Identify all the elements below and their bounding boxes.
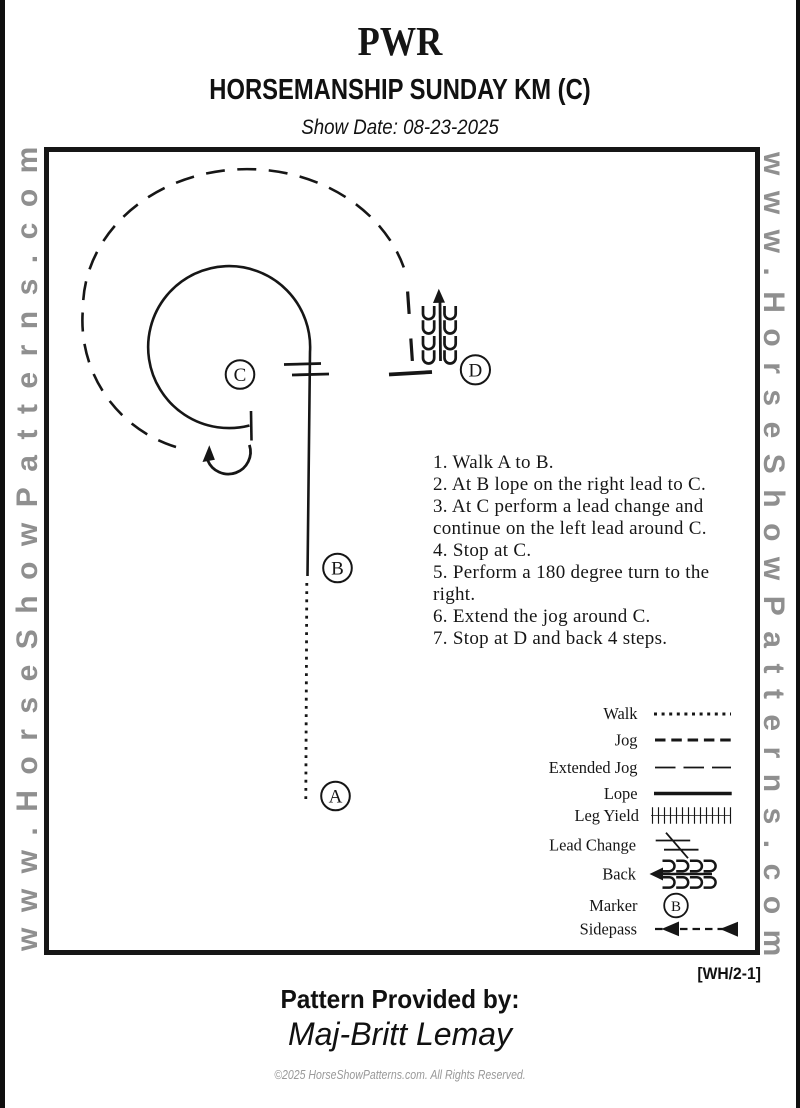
- svg-text:Jog: Jog: [615, 731, 638, 750]
- svg-text:Lope: Lope: [604, 784, 638, 803]
- svg-text:C: C: [234, 365, 247, 386]
- svg-text:Leg Yield: Leg Yield: [575, 806, 639, 825]
- svg-text:Marker: Marker: [589, 896, 638, 915]
- svg-text:Sidepass: Sidepass: [580, 920, 637, 939]
- svg-text:B: B: [331, 559, 344, 580]
- svg-text:4. Stop at C.: 4. Stop at C.: [433, 540, 531, 561]
- svg-text:continue on the left lead arou: continue on the left lead around C.: [433, 518, 707, 539]
- svg-text:3. At C perform a lead change: 3. At C perform a lead change and: [433, 496, 704, 517]
- svg-text:7. Stop at D and back 4 steps.: 7. Stop at D and back 4 steps.: [433, 628, 667, 649]
- svg-text:6. Extend the jog around C.: 6. Extend the jog around C.: [433, 606, 651, 627]
- svg-text:D: D: [469, 360, 483, 381]
- svg-text:right.: right.: [433, 584, 475, 605]
- svg-text:Extended Jog: Extended Jog: [549, 758, 638, 777]
- svg-text:A: A: [329, 787, 343, 808]
- svg-text:Back: Back: [602, 865, 636, 884]
- svg-text:2. At B lope on the right lead: 2. At B lope on the right lead to C.: [433, 474, 706, 495]
- svg-text:Walk: Walk: [603, 704, 638, 723]
- svg-text:5. Perform a 180 degree turn t: 5. Perform a 180 degree turn to the: [433, 562, 709, 583]
- svg-text:Lead Change: Lead Change: [549, 836, 636, 855]
- svg-text:B: B: [671, 899, 681, 915]
- svg-text:1. Walk A to B.: 1. Walk A to B.: [433, 452, 554, 473]
